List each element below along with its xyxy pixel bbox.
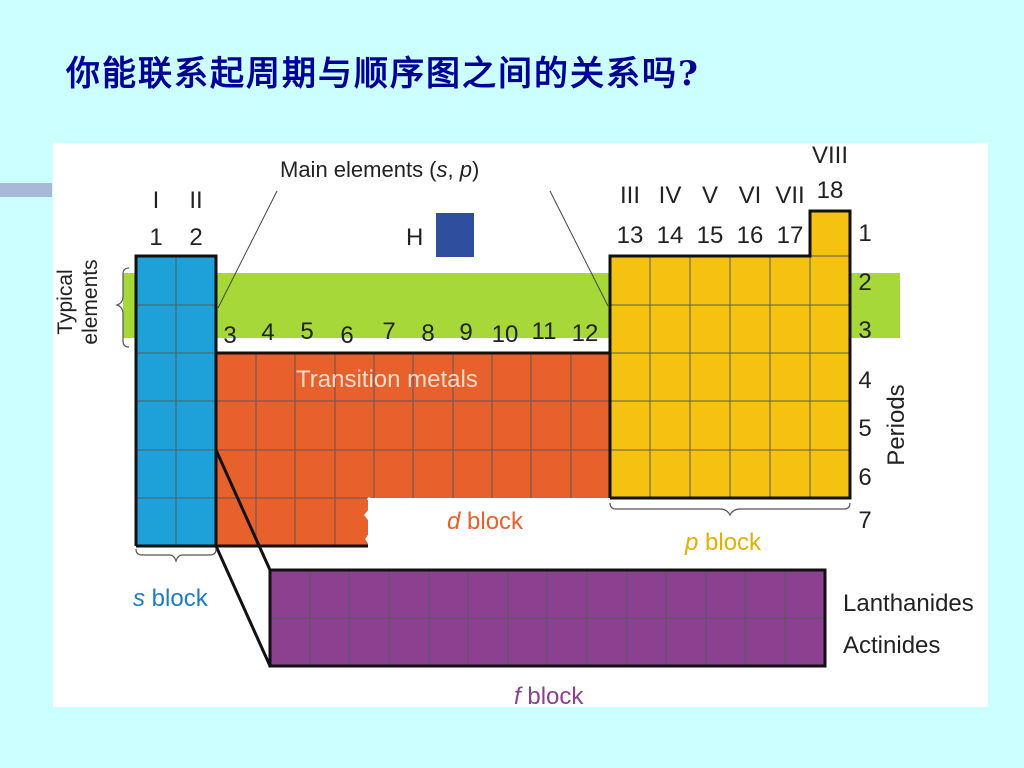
transition-metals-label: Transition metals xyxy=(296,366,478,393)
group-number-2: 2 xyxy=(189,224,202,251)
group-roman-numerals: I II III IV V VI VII VIII xyxy=(153,143,848,214)
period-numbers: 1 2 3 4 5 6 7 xyxy=(858,220,871,534)
block-outlines xyxy=(134,209,852,668)
group-roman-13: III xyxy=(620,182,640,209)
d-group-number-4: 4 xyxy=(261,319,274,346)
group-roman-2: II xyxy=(189,187,202,214)
typical-elements-label: Typical elements xyxy=(54,259,102,344)
group-roman-15: V xyxy=(702,182,718,209)
group-number-1: 1 xyxy=(149,224,162,251)
d-group-number-12: 12 xyxy=(572,320,599,347)
d-block-break-mark xyxy=(364,497,377,547)
group-numbers: 1 2 13 14 15 16 17 18 xyxy=(149,177,843,251)
d-group-number-11: 11 xyxy=(532,318,557,345)
cell-grid xyxy=(136,255,850,666)
braces xyxy=(115,267,851,563)
period-number-2: 2 xyxy=(858,269,871,296)
d-group-number-8: 8 xyxy=(421,320,434,347)
main-elements-label: Main elements (s, p) xyxy=(280,157,479,182)
p-block-region xyxy=(610,256,810,498)
d-group-number-7: 7 xyxy=(382,318,395,345)
period-number-7: 7 xyxy=(858,507,871,534)
hydrogen-cell xyxy=(436,213,474,257)
d-group-numbers: 3 4 5 6 7 8 9 10 11 12 xyxy=(223,318,598,349)
group-number-15: 15 xyxy=(697,222,724,249)
periodic-table-figure: Main elements (s, p) H I II III IV V VI … xyxy=(53,143,988,707)
s-block-label: s block xyxy=(133,585,209,612)
group-number-16: 16 xyxy=(737,222,764,249)
slide-accent-bar xyxy=(0,183,52,197)
period-number-5: 5 xyxy=(858,415,871,442)
periods-label: Periods xyxy=(883,384,910,465)
period-number-4: 4 xyxy=(858,367,871,394)
periodic-table-diagram: Main elements (s, p) H I II III IV V VI … xyxy=(54,143,974,707)
group-number-14: 14 xyxy=(657,222,684,249)
group-number-13: 13 xyxy=(617,222,644,249)
lanthanides-label: Lanthanides xyxy=(843,590,974,617)
d-block-label: d block xyxy=(447,508,524,535)
group-number-18: 18 xyxy=(817,177,844,204)
actinides-label: Actinides xyxy=(843,632,940,659)
d-group-number-6: 6 xyxy=(340,322,353,349)
group-roman-18: VIII xyxy=(812,143,848,169)
f-block-label: f block xyxy=(514,683,584,707)
slide-title: 你能联系起周期与顺序图之间的关系吗? xyxy=(66,54,700,94)
group-roman-16: VI xyxy=(739,182,762,209)
group-number-17: 17 xyxy=(777,222,804,249)
period-number-1: 1 xyxy=(858,220,871,247)
period-number-3: 3 xyxy=(858,317,871,344)
d-group-number-10: 10 xyxy=(492,321,519,348)
group-roman-17: VII xyxy=(775,182,804,209)
p-block-brace xyxy=(609,502,851,517)
d-group-number-5: 5 xyxy=(300,318,313,345)
group-roman-1: I xyxy=(153,187,160,214)
typical-elements-brace xyxy=(115,267,130,348)
group-roman-14: IV xyxy=(659,182,682,209)
group-18-region xyxy=(810,211,850,498)
p-block-label: p block xyxy=(684,529,762,556)
s-block-brace xyxy=(135,548,217,563)
typical-label-line-1: Typical xyxy=(54,269,77,334)
d-group-number-3: 3 xyxy=(223,322,236,349)
period-number-6: 6 xyxy=(858,464,871,491)
main-elements-leaders xyxy=(217,190,609,309)
typical-label-line-2: elements xyxy=(79,259,102,344)
hydrogen-label: H xyxy=(406,224,423,251)
d-group-number-9: 9 xyxy=(459,319,472,346)
